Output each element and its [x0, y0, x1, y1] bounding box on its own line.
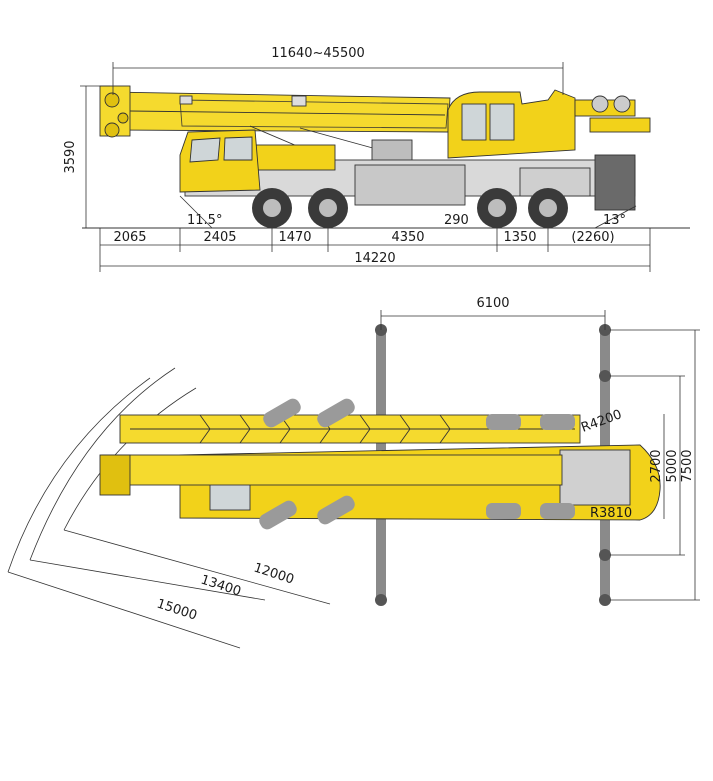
ground-clearance-label: 290 — [444, 213, 469, 228]
segment-label: 4350 — [391, 230, 424, 245]
side-boom — [99, 85, 451, 161]
radius-arc-15000 — [7, 377, 151, 573]
segment-label: 2405 — [203, 230, 236, 245]
counterweight-plate — [259, 500, 297, 530]
radius-label: 13400 — [199, 573, 243, 600]
segment-label: 2065 — [113, 230, 146, 245]
radius-arc-12000 — [63, 387, 197, 531]
counterweight-plate — [486, 414, 521, 430]
wheel-1 — [252, 188, 292, 228]
outrigger-width-label: 5000 — [665, 449, 680, 482]
top-boom — [99, 414, 581, 496]
working-radius-arcs — [7, 367, 331, 649]
outrigger-span-label: 6100 — [476, 296, 509, 311]
segment-label: 1470 — [278, 230, 311, 245]
top-view: 12000 13400 15000 — [7, 296, 700, 649]
wheel-3 — [477, 188, 517, 228]
wheel-2 — [308, 188, 348, 228]
segment-label: 1350 — [503, 230, 536, 245]
side-truck-cab — [179, 129, 261, 193]
counterweight-plate — [317, 495, 355, 525]
side-superstructure — [371, 89, 651, 163]
departure-angle-label: 13° — [603, 213, 626, 228]
overall-length-label: 14220 — [354, 251, 395, 266]
radius-label: 12000 — [252, 561, 296, 588]
radius-arc-13400 — [29, 367, 176, 561]
outrigger-width-label: 2700 — [649, 449, 664, 482]
segment-label: (2260) — [571, 230, 614, 245]
side-view: 11640~45500 3590 11.5° 13° 290 2065 2405… — [63, 46, 690, 272]
side-wheels — [252, 188, 568, 228]
radius-label: 15000 — [155, 597, 199, 624]
counterweight-radius-label: R3810 — [590, 506, 632, 521]
height-label: 3590 — [63, 140, 78, 173]
wheel-4 — [528, 188, 568, 228]
counterweight-plate — [540, 414, 575, 430]
counterweight-plate — [263, 398, 301, 428]
side-chassis — [184, 144, 636, 211]
counterweight-plate — [486, 503, 521, 519]
counterweight-plates — [259, 398, 575, 530]
outrigger-width-label: 7500 — [680, 449, 695, 482]
counterweight-plate — [317, 398, 355, 428]
boom-length-label: 11640~45500 — [271, 46, 365, 61]
counterweight-plate — [540, 503, 575, 519]
